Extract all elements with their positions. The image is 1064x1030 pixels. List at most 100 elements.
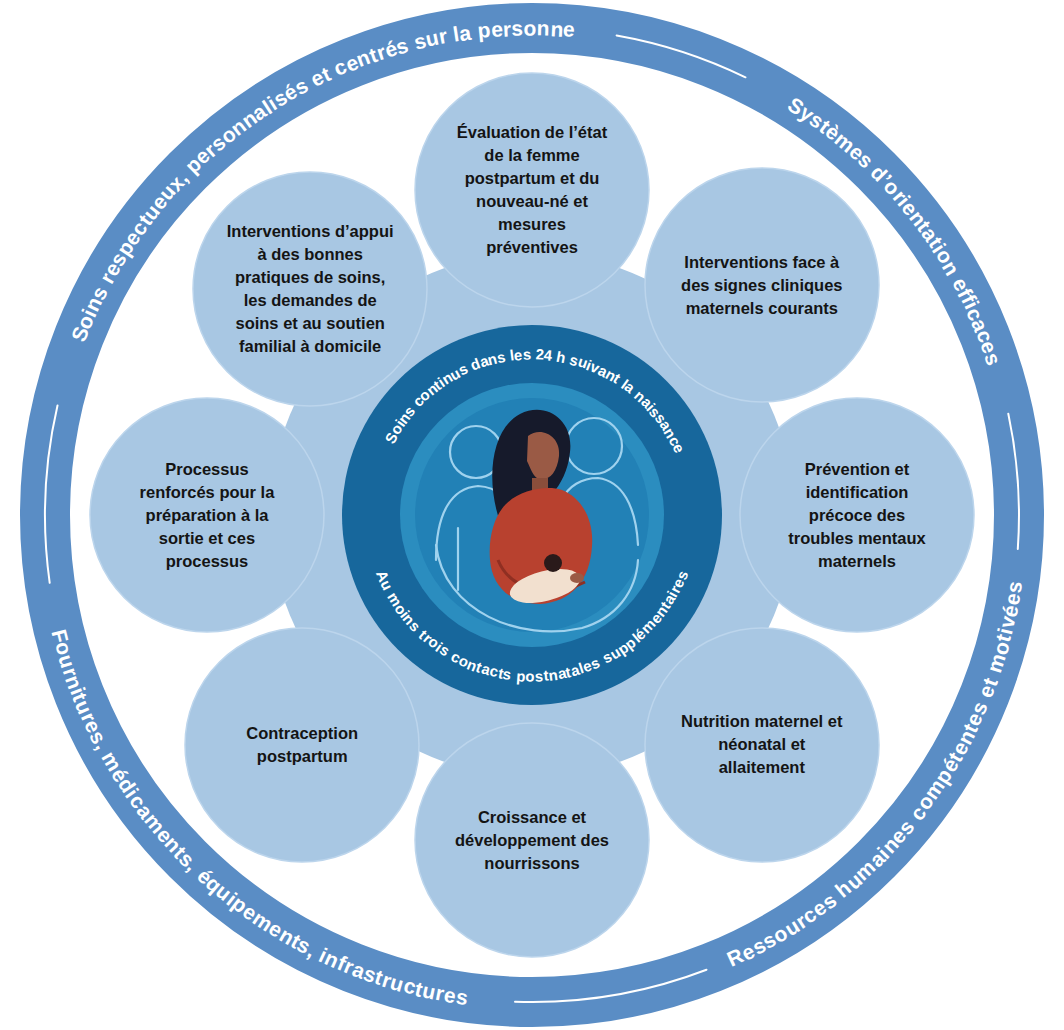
arc-letter: r	[434, 982, 446, 1004]
arc-letter	[95, 743, 116, 758]
arc-letter: a	[661, 592, 678, 607]
arc-letter: p	[515, 668, 525, 684]
arc-letter: d	[468, 356, 482, 373]
arc-letter: c	[127, 217, 151, 239]
arc-letter: s	[522, 346, 531, 361]
arc-letter: n	[662, 425, 680, 441]
mother-neck	[532, 478, 548, 494]
arc-letter	[464, 359, 474, 374]
arc-letter: s	[511, 18, 523, 39]
arc-letter: s	[534, 668, 543, 683]
arc-letter: a	[865, 847, 888, 870]
arc-letter	[629, 384, 642, 398]
arc-letter: r	[200, 139, 220, 160]
arc-letter: u	[388, 971, 406, 995]
arc-letter: p	[477, 19, 492, 41]
petal-disc	[185, 628, 419, 862]
arc-letter: t	[564, 664, 572, 680]
arc-letter: a	[248, 100, 269, 124]
arc-letter: é	[938, 755, 962, 776]
petal-shape	[184, 627, 420, 863]
arc-letter: t	[944, 748, 966, 764]
family-outline	[436, 418, 638, 631]
arc-letter: l	[577, 660, 586, 676]
arc-letter: l	[259, 96, 275, 117]
arc-letter: n	[652, 603, 670, 619]
arc-letter: n	[632, 387, 649, 404]
arc-letter: t	[959, 720, 981, 735]
arc-letter: ’	[876, 171, 895, 190]
relative-body	[562, 478, 638, 545]
arc-letter: i	[895, 192, 915, 210]
arc-letter: e	[265, 917, 286, 941]
arc-letter: n	[395, 410, 412, 426]
arc-letter: s	[568, 351, 580, 368]
arc-letter	[863, 157, 882, 176]
arc-letter: l	[509, 348, 515, 363]
arc-letter: r	[380, 969, 394, 991]
petal-label: Interventions face à des signes clinique…	[676, 251, 848, 320]
arc-letter: e	[81, 716, 105, 736]
arc-letter: a	[918, 224, 942, 246]
arc-letter	[531, 346, 535, 361]
arc-letter: s	[652, 411, 669, 427]
arc-letter: i	[994, 626, 1016, 637]
petal-label: Évaluation de l’état de la femme postpar…	[453, 121, 611, 259]
arc-letter: h	[832, 877, 855, 901]
arc-letter: o	[416, 387, 433, 404]
arc-letter: n	[227, 114, 250, 138]
arc-letter: t	[287, 930, 303, 952]
arc-letter: h	[555, 348, 567, 364]
arc-letter: l	[452, 23, 461, 45]
arc-letter: t	[914, 217, 935, 235]
arc-letter: e	[962, 709, 986, 728]
arc-letter: e	[100, 259, 124, 280]
arc-letter: t	[431, 377, 444, 392]
arc-letter: s	[291, 74, 311, 98]
arc-letter: c	[973, 327, 997, 346]
arc-letter: u	[576, 354, 589, 371]
arc-letter: a	[479, 661, 491, 678]
arc-letter: r	[341, 955, 356, 978]
arc-letter	[511, 667, 517, 682]
arc-letter	[177, 162, 196, 181]
mother-arm	[498, 560, 585, 591]
arc-letter: n	[237, 107, 260, 132]
arc-letter: n	[401, 611, 418, 628]
arc-letter: s	[361, 962, 379, 986]
arc-letter: e	[490, 18, 503, 40]
arc-letter: e	[191, 145, 214, 168]
arc-letter: t	[816, 116, 834, 137]
arc-letter: s	[106, 248, 130, 269]
partner-arm	[457, 528, 459, 590]
arc-letter	[406, 32, 417, 54]
arc-letter: n	[439, 369, 455, 387]
arc-letter: s	[207, 131, 229, 155]
arc-text: Soins respectueux, personnalisés et cent…	[20, 3, 1044, 1027]
arc-letter: e	[563, 18, 576, 40]
arc-letter: s	[175, 847, 198, 870]
arc-letter: i	[78, 306, 100, 320]
arc-letter: t	[543, 668, 549, 683]
arc-letter: e	[845, 140, 868, 163]
arc-text: Ressources humaines compétentes et motiv…	[20, 3, 1044, 1027]
petal-shape	[192, 171, 428, 407]
arc-letter: s	[401, 403, 418, 419]
arc-letter: p	[615, 639, 631, 657]
petal-disc	[415, 73, 649, 307]
arc-letter: t	[925, 234, 946, 252]
ring-separator	[515, 970, 707, 1002]
arc-letter	[827, 885, 845, 905]
arc-letter: f	[334, 952, 349, 974]
center-inner-disc	[415, 398, 649, 632]
arc-letter: è	[822, 120, 844, 144]
arc-letter: n	[62, 672, 86, 691]
arc-letter: a	[350, 958, 368, 982]
arc-letter: r	[437, 25, 449, 47]
arc-letter: a	[556, 665, 567, 681]
arc-letter: t	[373, 966, 386, 988]
central-circle: Soins continus dans les 24 h suivant la …	[342, 325, 722, 705]
arc-letter	[311, 942, 325, 963]
ring-band	[45, 28, 1019, 1002]
arc-letter: v	[995, 614, 1018, 630]
